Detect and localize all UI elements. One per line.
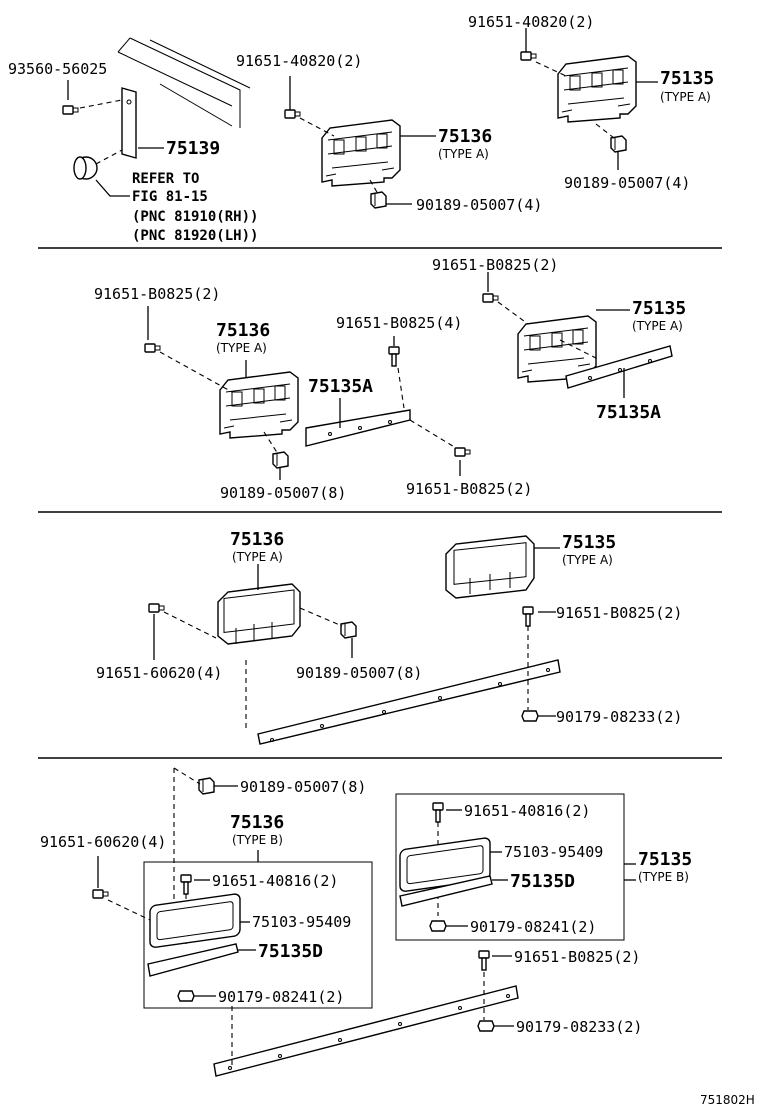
refer-line-1: REFER TO: [132, 171, 199, 187]
section-2: [144, 272, 673, 480]
part-label-s4-bolt-right: 91651-B0825(2): [514, 948, 640, 966]
type-label-s1-75135: (TYPE A): [660, 90, 711, 104]
part-label-s1-screw-75135: 91651-40820(2): [468, 13, 594, 31]
section-3: [148, 535, 561, 745]
type-label-s1-75136: (TYPE A): [438, 147, 489, 161]
part-label-s4-r-nut: 90179-08241(2): [470, 918, 596, 936]
part-label-s4-l-nut: 90179-08241(2): [218, 988, 344, 1006]
part-label-s2-75135: 75135: [632, 298, 686, 319]
part-label-s1-75136: 75136: [438, 126, 492, 147]
part-label-s3-75136: 75136: [230, 529, 284, 550]
part-label-s1-nut-75136: 90189-05007(4): [416, 196, 542, 214]
refer-line-4: (PNC 81920(LH)): [132, 228, 258, 244]
part-label-s2-bolt-right: 91651-B0825(2): [432, 256, 558, 274]
part-label-s1-75135: 75135: [660, 68, 714, 89]
part-label-s3-bolt-right: 91651-B0825(2): [556, 604, 682, 622]
type-label-s3-75135: (TYPE A): [562, 553, 613, 567]
part-label-s2-75135A-left: 75135A: [308, 376, 373, 397]
part-label-s3-75135: 75135: [562, 532, 616, 553]
type-label-s3-75136: (TYPE A): [232, 550, 283, 564]
part-label-93560-56025: 93560-56025: [8, 60, 107, 78]
part-label-s3-bolt-bottom: 90179-08233(2): [556, 708, 682, 726]
part-label-s2-nut: 90189-05007(8): [220, 484, 346, 502]
part-label-s4-l-bolt: 91651-40816(2): [212, 872, 338, 890]
part-label-s3-bolt-left: 91651-60620(4): [96, 664, 222, 682]
part-label-s2-75136: 75136: [216, 320, 270, 341]
type-label-s4-75136: (TYPE B): [232, 833, 283, 847]
part-label-s4-r-bolt: 91651-40816(2): [464, 802, 590, 820]
section-4: [92, 767, 636, 1077]
part-label-s4-bolt-bottom: 90179-08233(2): [516, 1018, 642, 1036]
diagram-code: 751802H: [700, 1093, 755, 1107]
section-1: [62, 28, 658, 209]
part-label-s4-nut-top: 90189-05007(8): [240, 778, 366, 796]
part-label-s3-nut: 90189-05007(8): [296, 664, 422, 682]
type-label-s2-75135: (TYPE A): [632, 319, 683, 333]
part-label-s2-bolt-mid: 91651-B0825(4): [336, 314, 462, 332]
part-label-s1-nut-75135: 90189-05007(4): [564, 174, 690, 192]
part-label-s2-bolt-bottom: 91651-B0825(2): [406, 480, 532, 498]
part-label-s4-75135: 75135: [638, 849, 692, 870]
refer-line-2: FIG 81-15: [132, 189, 208, 205]
part-label-s4-r-75135D: 75135D: [510, 871, 575, 892]
part-label-s4-75136: 75136: [230, 812, 284, 833]
part-label-s4-l-75135D: 75135D: [258, 941, 323, 962]
part-label-s2-bolt-left: 91651-B0825(2): [94, 285, 220, 303]
type-label-s2-75136: (TYPE A): [216, 341, 267, 355]
part-label-75139: 75139: [166, 138, 220, 159]
type-label-s4-75135: (TYPE B): [638, 870, 689, 884]
refer-line-3: (PNC 81910(RH)): [132, 209, 258, 225]
type-b-box-right: [395, 793, 625, 941]
part-label-s4-bolt-left: 91651-60620(4): [40, 833, 166, 851]
part-label-s1-screw-75136: 91651-40820(2): [236, 52, 362, 70]
part-label-s2-75135A-right: 75135A: [596, 402, 661, 423]
part-label-s4-r-plate: 75103-95409: [504, 843, 603, 861]
part-label-s4-l-plate: 75103-95409: [252, 913, 351, 931]
